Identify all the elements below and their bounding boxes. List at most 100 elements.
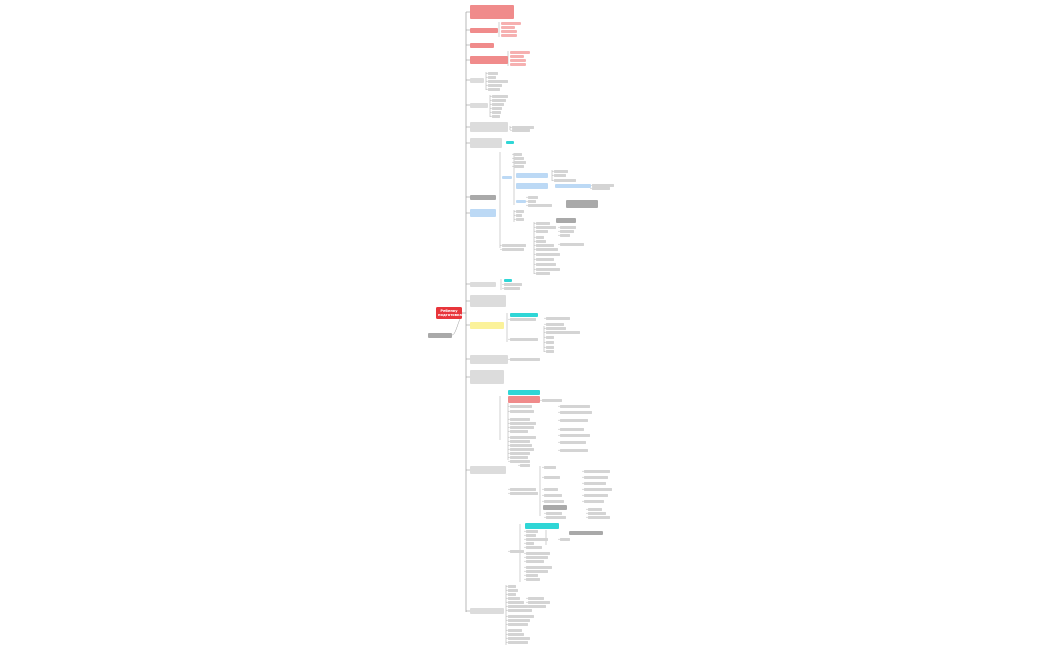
leaf-node[interactable] [510,444,532,447]
leaf-node[interactable] [508,605,528,608]
leaf-node[interactable] [488,76,496,79]
leaf-node[interactable] [536,226,556,229]
leaf-node[interactable] [520,460,530,463]
leaf-node[interactable] [512,129,530,132]
leaf-node[interactable] [528,196,538,199]
leaf-node[interactable] [528,601,550,604]
leaf-node[interactable] [510,436,536,439]
leaf-node[interactable] [536,222,550,225]
leaf-node[interactable] [560,243,584,246]
branch-node[interactable] [470,5,514,19]
leaf-node[interactable] [502,244,526,247]
leaf-node[interactable] [528,605,546,608]
sub-node[interactable] [508,396,540,403]
leaf-node[interactable] [492,115,500,118]
leaf-node[interactable] [542,399,562,402]
leaf-node[interactable] [536,248,558,251]
branch-node[interactable] [470,322,504,329]
leaf-node[interactable] [508,589,518,592]
leaf-node[interactable] [560,419,588,422]
leaf-node[interactable] [508,623,528,626]
leaf-node[interactable] [544,488,558,491]
leaf-node[interactable] [492,111,501,114]
leaf-node[interactable] [560,226,576,229]
leaf-node[interactable] [510,452,530,455]
leaf-node[interactable] [536,240,546,243]
sub-node[interactable] [510,55,524,58]
leaf-node[interactable] [510,410,534,413]
leaf-node[interactable] [526,546,542,549]
leaf-node[interactable] [546,317,570,320]
leaf-node[interactable] [560,538,570,541]
leaf-node[interactable] [536,244,554,247]
leaf-node[interactable] [510,440,530,443]
leaf-node[interactable] [560,441,586,444]
sub-node[interactable] [501,22,521,25]
leaf-node[interactable] [588,508,602,511]
leaf-node[interactable] [488,88,500,91]
leaf-node[interactable] [516,214,522,217]
branch-node[interactable] [470,466,506,474]
leaf-node[interactable] [516,210,524,213]
leaf-node[interactable] [544,494,562,497]
sub-node[interactable] [566,200,598,208]
leaf-node[interactable] [510,550,524,553]
leaf-node[interactable] [584,470,610,473]
leaf-node[interactable] [488,80,508,83]
leaf-node[interactable] [510,430,528,433]
leaf-node[interactable] [508,619,530,622]
branch-node[interactable] [470,355,508,364]
leaf-node[interactable] [546,331,580,334]
leaf-node[interactable] [510,448,534,451]
leaf-node[interactable] [536,258,554,261]
leaf-node[interactable] [504,287,520,290]
branch-node[interactable] [470,608,504,614]
root-node[interactable]: Ребенку подготовка [436,307,462,319]
sub-node[interactable] [502,176,512,179]
sub-node[interactable] [556,218,576,223]
branch-node[interactable] [470,138,502,148]
branch-node[interactable] [470,122,508,132]
leaf-node[interactable] [526,578,540,581]
leaf-node[interactable] [510,338,538,341]
sub-node[interactable] [508,390,540,395]
leaf-node[interactable] [544,466,556,469]
leaf-node[interactable] [544,500,564,503]
leaf-node[interactable] [508,615,534,618]
leaf-node[interactable] [584,476,608,479]
sub-node[interactable] [569,531,603,535]
leaf-node[interactable] [560,405,590,408]
sub-node[interactable] [510,51,530,54]
branch-node[interactable] [470,295,506,307]
branch-node[interactable] [470,370,504,384]
leaf-node[interactable] [510,405,532,408]
branch-node[interactable] [470,78,484,83]
sub-node[interactable] [510,59,526,62]
leaf-node[interactable] [536,272,550,275]
leaf-node[interactable] [560,234,570,237]
leaf-node[interactable] [526,556,548,559]
leaf-node[interactable] [526,530,538,533]
sub-node[interactable] [516,200,526,203]
leaf-node[interactable] [510,488,536,491]
leaf-node[interactable] [546,327,566,330]
leaf-node[interactable] [488,84,502,87]
leaf-node[interactable] [546,350,554,353]
leaf-node[interactable] [528,204,552,207]
leaf-node[interactable] [546,512,562,515]
leaf-node[interactable] [546,341,554,344]
leaf-node[interactable] [536,230,548,233]
leaf-node[interactable] [526,534,536,537]
branch-node[interactable] [470,195,496,200]
leaf-node[interactable] [526,566,552,569]
leaf-node[interactable] [492,95,508,98]
leaf-node[interactable] [508,609,532,612]
leaf-node[interactable] [526,570,548,573]
leaf-node[interactable] [592,187,610,190]
sub-node[interactable] [510,63,526,66]
branch-node[interactable] [470,43,494,48]
leaf-node[interactable] [560,434,590,437]
leaf-node[interactable] [514,161,526,164]
leaf-node[interactable] [510,422,536,425]
leaf-node[interactable] [508,585,516,588]
